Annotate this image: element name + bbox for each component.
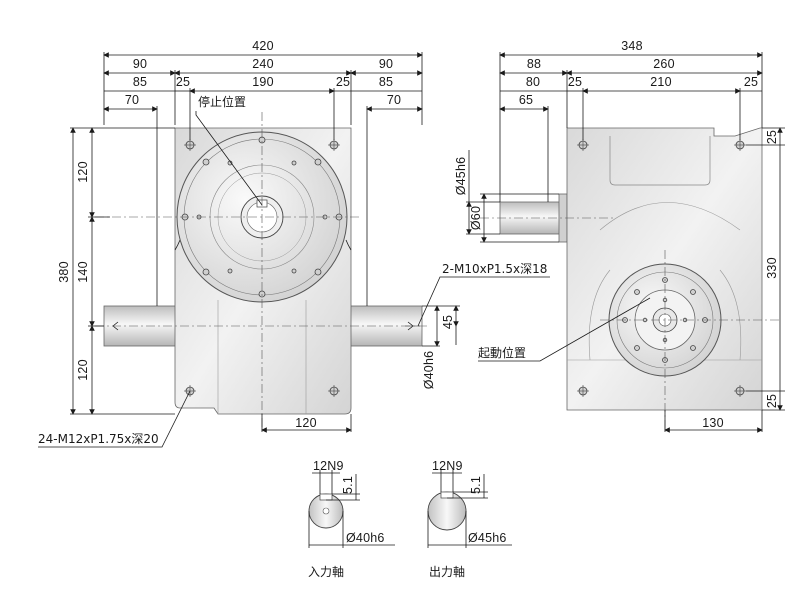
dim-side-top-25: 25 xyxy=(765,130,779,144)
dim-side-80: 80 xyxy=(526,75,540,89)
dim-right-25: 25 xyxy=(336,75,350,89)
dim-side-right-25: 25 xyxy=(744,75,758,89)
tapped-side-label: 2-M10xP1.5x深18 xyxy=(442,262,547,276)
dim-right-90: 90 xyxy=(379,57,393,71)
output-shaft-diameter: Ø45h6 xyxy=(468,531,507,545)
dim-side-shaft-45: Ø45h6 xyxy=(454,157,468,196)
dim-side-overall: 348 xyxy=(621,39,642,53)
dim-height-380: 380 xyxy=(57,261,71,282)
dim-side-260: 260 xyxy=(653,57,674,71)
input-key-width: 12N9 xyxy=(313,459,344,473)
dim-left-85: 85 xyxy=(133,75,147,89)
dim-left-25: 25 xyxy=(176,75,190,89)
dim-left-90: 90 xyxy=(133,57,147,71)
side-mount-holes xyxy=(577,139,746,397)
dim-side-88: 88 xyxy=(527,57,541,71)
side-view: 348 88 260 80 25 210 25 65 Ø45h6 Ø60 330… xyxy=(454,39,785,433)
front-view: 420 90 240 90 85 25 190 25 85 70 70 停止位置… xyxy=(38,39,550,448)
input-key-depth: 5.1 xyxy=(341,476,355,494)
dim-right-70: 70 xyxy=(387,93,401,107)
dim-mid-140: 140 xyxy=(76,261,90,282)
output-key-width: 12N9 xyxy=(432,459,463,473)
output-shaft-detail: 12N9 5.1 Ø45h6 出力軸 xyxy=(427,459,512,579)
dim-shaft-45: 45 xyxy=(441,315,455,329)
input-shaft-diameter: Ø40h6 xyxy=(346,531,385,545)
dim-left-70: 70 xyxy=(125,93,139,107)
input-shaft-detail: 12N9 5.1 Ø40h6 入力軸 xyxy=(308,459,395,579)
output-shaft-caption: 出力軸 xyxy=(429,565,465,579)
dim-240: 240 xyxy=(252,57,273,71)
dim-upper-120: 120 xyxy=(76,161,90,182)
tapped-face-label: 24-M12xP1.75x深20 xyxy=(38,432,159,446)
dim-side-shaft-60: Ø60 xyxy=(469,206,483,230)
dim-bottom-120: 120 xyxy=(295,416,316,430)
input-shaft-caption: 入力軸 xyxy=(308,565,344,579)
dim-right-85: 85 xyxy=(379,75,393,89)
start-position-label: 起動位置 xyxy=(478,345,526,360)
dim-side-65: 65 xyxy=(519,93,533,107)
output-key-depth: 5.1 xyxy=(469,476,483,494)
dim-shaft-dia-40: Ø40h6 xyxy=(422,351,436,390)
dim-190: 190 xyxy=(252,75,273,89)
dim-side-left-25: 25 xyxy=(568,75,582,89)
dim-overall-width: 420 xyxy=(252,39,273,53)
dim-side-130: 130 xyxy=(702,416,723,430)
dim-lower-120: 120 xyxy=(76,359,90,380)
dim-side-bottom-25: 25 xyxy=(765,394,779,408)
dim-side-330: 330 xyxy=(765,257,779,278)
dim-side-210: 210 xyxy=(650,75,671,89)
stop-position-label: 停止位置 xyxy=(198,94,246,109)
